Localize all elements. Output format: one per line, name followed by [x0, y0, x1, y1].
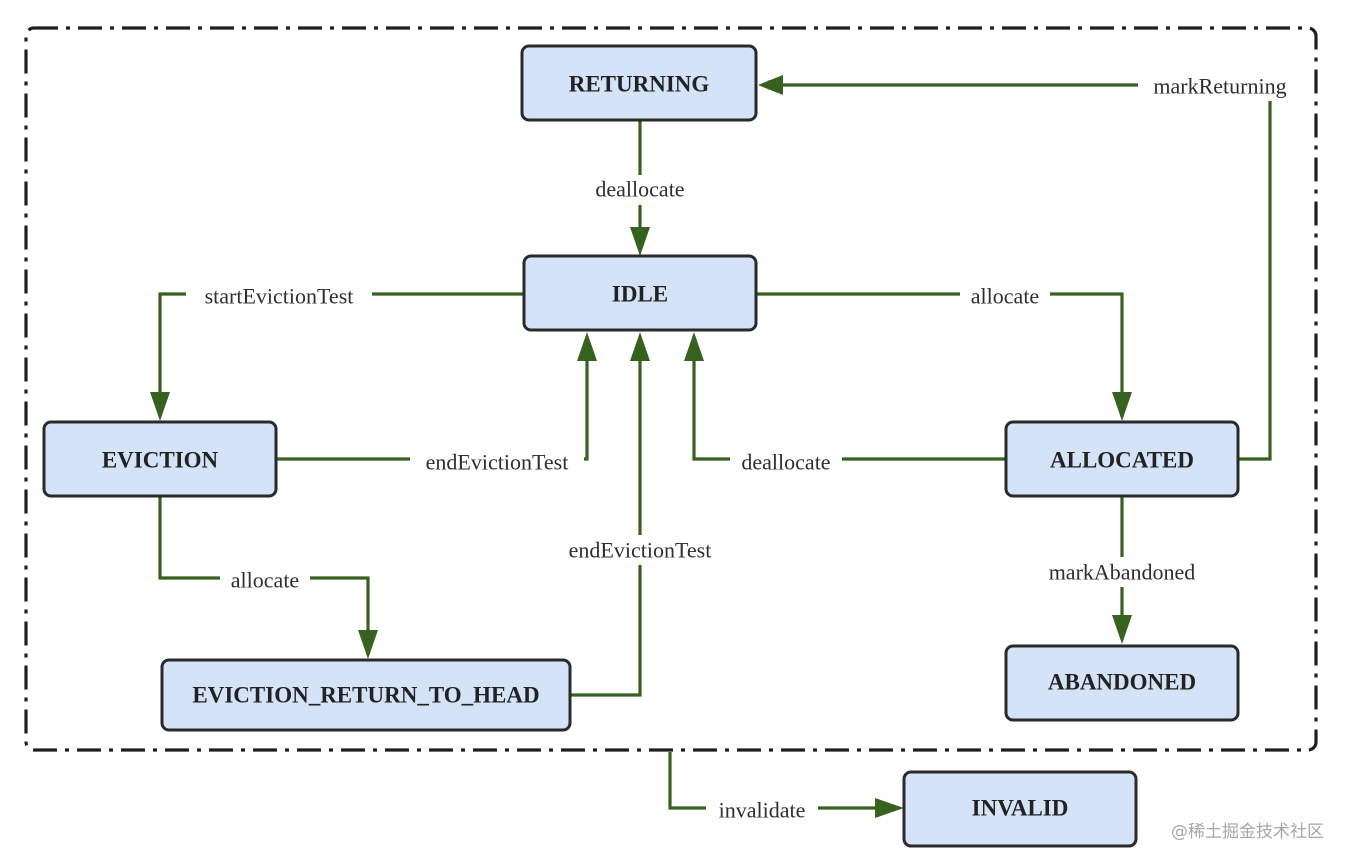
node-invalid-label: INVALID	[972, 796, 1069, 821]
label-start-eviction-test: startEvictionTest	[205, 284, 354, 309]
arrowhead-into-invalid	[875, 798, 904, 818]
edges	[158, 80, 1272, 810]
arrowhead-into-abandoned	[1112, 615, 1132, 644]
label-allocate-idle: allocate	[971, 284, 1039, 309]
label-deallocate-allocated: deallocate	[741, 450, 830, 475]
edge-idle-to-allocated	[756, 292, 1124, 417]
edge-labels: markReturning deallocate startEvictionTe…	[186, 71, 1302, 825]
arrowhead-into-idle-from-eviction	[577, 332, 597, 361]
edge-allocated-to-idle	[692, 337, 1006, 461]
node-invalid[interactable]: INVALID	[902, 770, 1138, 848]
edge-return-head-to-idle	[570, 337, 642, 697]
arrowhead-into-eviction	[150, 392, 170, 421]
label-allocate-eviction: allocate	[231, 568, 299, 593]
node-abandoned-label: ABANDONED	[1048, 670, 1196, 695]
edge-allocated-to-returning	[760, 80, 1272, 461]
node-eviction[interactable]: EVICTION	[42, 420, 278, 498]
label-end-eviction-test-return-head: endEvictionTest	[569, 538, 712, 563]
edge-idle-to-eviction	[158, 292, 524, 417]
label-invalidate: invalidate	[719, 798, 806, 823]
label-mark-returning: markReturning	[1153, 74, 1286, 99]
node-eviction-return-to-head-label: EVICTION_RETURN_TO_HEAD	[192, 683, 539, 708]
node-eviction-return-to-head[interactable]: EVICTION_RETURN_TO_HEAD	[160, 658, 572, 732]
arrowhead-into-return-head	[358, 630, 378, 659]
arrowhead-into-returning	[758, 75, 783, 95]
arrowhead-into-idle-from-return-head	[630, 332, 650, 361]
arrowheads	[150, 75, 1132, 818]
node-eviction-label: EVICTION	[102, 448, 219, 473]
node-returning-label: RETURNING	[569, 72, 710, 97]
label-mark-abandoned: markAbandoned	[1049, 560, 1196, 585]
node-allocated[interactable]: ALLOCATED	[1004, 420, 1240, 498]
node-returning[interactable]: RETURNING	[520, 44, 758, 122]
watermark-text: @稀土掘金技术社区	[1171, 822, 1324, 842]
node-abandoned[interactable]: ABANDONED	[1004, 644, 1240, 722]
node-allocated-label: ALLOCATED	[1050, 448, 1194, 473]
arrowhead-into-idle-from-returning	[630, 227, 650, 256]
edge-group-to-invalid	[668, 752, 899, 810]
node-idle-label: IDLE	[612, 282, 668, 307]
edge-eviction-to-idle	[276, 337, 589, 461]
label-end-eviction-test-eviction: endEvictionTest	[426, 450, 569, 475]
arrowhead-into-allocated	[1112, 392, 1132, 421]
label-deallocate-returning: deallocate	[595, 177, 684, 202]
node-idle[interactable]: IDLE	[522, 254, 758, 332]
arrowhead-into-idle-from-allocated	[684, 332, 704, 361]
pool-group-frame	[24, 26, 1318, 752]
